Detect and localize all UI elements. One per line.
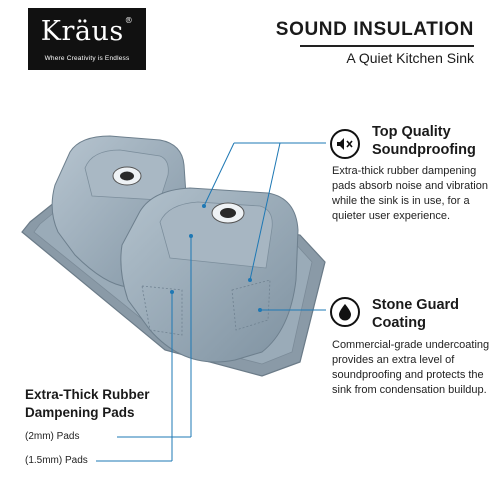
page-subtitle: A Quiet Kitchen Sink <box>346 50 474 66</box>
feature-soundproofing-body: Extra-thick rubber dampening pads absorb… <box>332 165 488 222</box>
pad-label-2mm: (2mm) Pads <box>25 431 80 442</box>
logo-wordmark: Kräus <box>40 16 124 47</box>
callout-lines <box>96 142 326 462</box>
feature-soundproofing-title: Top Quality Soundproofing <box>372 124 476 158</box>
logo-registered-mark: ® <box>124 16 134 25</box>
feature-stone-guard-title: Stone Guard Coating <box>372 297 460 331</box>
page-title: SOUND INSULATION <box>275 19 474 40</box>
brand-logo: Kräus® Where Creativity is Endless <box>28 8 146 70</box>
dampening-pad-2mm <box>141 285 183 336</box>
header-divider <box>300 45 474 47</box>
pad-label-15mm: (1.5mm) Pads <box>25 455 88 466</box>
callout-dots <box>170 204 262 312</box>
feature-stone-guard-body: Commercial-grade undercoating provides a… <box>332 339 490 396</box>
water-drop-icon <box>330 297 360 327</box>
speaker-mute-icon <box>330 129 360 159</box>
pads-title: Extra-Thick Rubber Dampening Pads <box>25 387 150 420</box>
logo-tagline: Where Creativity is Endless <box>44 55 130 62</box>
